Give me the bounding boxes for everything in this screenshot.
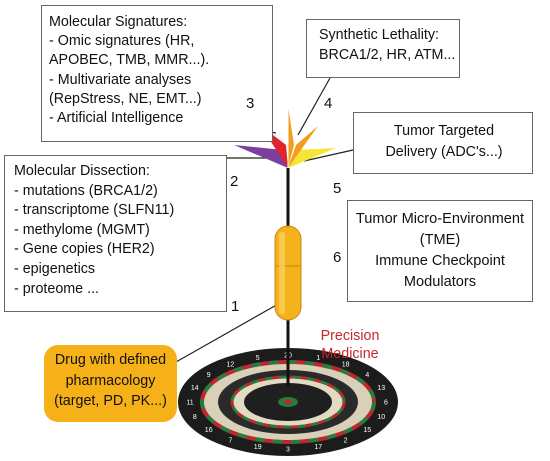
molecular-signatures-box: Molecular Signatures: - Omic signatures … [41,5,273,142]
tme-line: Tumor Micro-Environment [355,211,525,227]
synthetic-lethality-line: BRCA1/2, HR, ATM... [319,46,456,63]
number-3: 3 [246,95,255,112]
number-6: 6 [333,249,342,266]
molecular-dissection-line: - methylome (MGMT) [14,221,150,238]
connector-line-5 [303,149,354,162]
tme-line: Immune Checkpoint [375,253,505,269]
dartboard-number: 16 [205,427,213,434]
connector-line-1 [175,298,288,363]
molecular-dissection-line: - mutations (BRCA1/2) [14,182,158,199]
molecular-signatures-line: - Multivariate analyses [49,71,192,88]
dartboard-number: 12 [227,362,235,369]
precision-medicine-label: Precision Medicine [315,327,385,363]
synthetic-lethality-box: Synthetic Lethality: BRCA1/2, HR, ATM... [306,19,460,78]
dart-barrel [274,225,302,321]
dartboard-number: 9 [207,372,211,379]
tme-line: (TME) [419,232,461,248]
molecular-dissection-line: - epigenetics [14,260,96,277]
dartboard-number: 4 [365,372,369,379]
dartboard-number: 8 [193,414,197,421]
dartboard-number: 2 [344,438,348,445]
number-5: 5 [333,180,342,197]
molecular-signatures-line: - Artificial Intelligence [49,110,184,127]
dartboard-number: 6 [384,400,388,407]
number-2: 2 [230,173,239,190]
dartboard-number: 15 [363,427,371,434]
connector-line-4 [297,77,331,136]
dartboard-number: 19 [254,444,262,451]
precision-medicine-line: Medicine [321,346,379,362]
number-1: 1 [231,298,240,315]
dartboard-number: 11 [186,400,193,407]
drug-line: (target, PD, PK...) [54,393,167,409]
dartboard-number: 13 [377,385,385,392]
molecular-dissection-line: - proteome ... [14,280,100,297]
molecular-signatures-line: APOBEC, TMB, MMR...). [49,52,210,69]
number-4: 4 [324,95,333,112]
molecular-dissection-box: Molecular Dissection: - mutations (BRCA1… [4,155,227,312]
dartboard-number: 7 [228,438,232,445]
tme-line: Modulators [403,274,477,290]
dartboard-number: 18 [342,362,350,369]
drug-pharmacology-box: Drug with defined pharmacology (target, … [44,345,177,422]
dartboard [178,348,398,456]
dartboard-number: 17 [314,444,322,451]
molecular-dissection-line: Molecular Dissection: [14,163,150,179]
dartboard-number: 5 [256,355,260,362]
dartboard-number: 3 [286,447,290,454]
tumor-targeted-delivery-line: Tumor Targeted [393,123,495,139]
precision-medicine-line: Precision [320,328,380,344]
tumor-targeted-delivery-line: Delivery (ADC's...) [385,144,503,160]
molecular-signatures-line: Molecular Signatures: [49,14,188,30]
dartboard-number: 10 [377,414,385,421]
dartboard-number: 1 [316,355,320,362]
dartboard-number: 14 [191,385,199,392]
drug-line: Drug with defined [54,352,167,368]
molecular-signatures-line: (RepStress, NE, EMT...) [49,90,202,107]
molecular-dissection-line: - Gene copies (HER2) [14,241,155,258]
drug-line: pharmacology [65,372,156,389]
molecular-signatures-line: - Omic signatures (HR, [49,33,195,50]
tumor-targeted-delivery-box: Tumor Targeted Delivery (ADC's...) [353,112,533,174]
molecular-dissection-line: - transcriptome (SLFN11) [14,202,175,219]
tumor-microenvironment-box: Tumor Micro-Environment (TME) Immune Che… [347,200,533,302]
synthetic-lethality-line: Synthetic Lethality: [319,27,440,43]
